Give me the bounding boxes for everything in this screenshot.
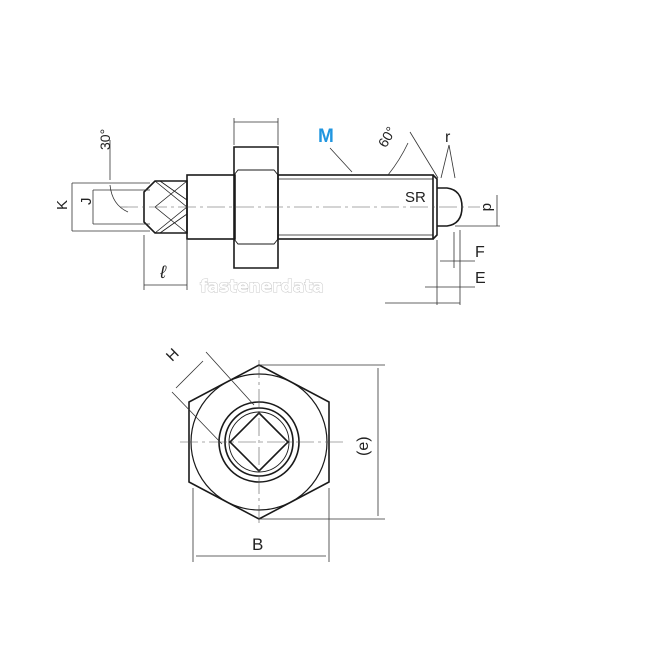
side-view-dimensions bbox=[71, 118, 500, 305]
watermark: fastenerdata bbox=[200, 277, 324, 297]
label-30-deg: 30° bbox=[97, 129, 113, 150]
end-view bbox=[180, 360, 345, 525]
label-60-deg: 60° bbox=[375, 124, 399, 150]
label-J: J bbox=[78, 198, 95, 206]
label-B: B bbox=[252, 535, 263, 554]
label-SR: SR bbox=[405, 189, 426, 206]
label-H: H bbox=[163, 345, 183, 365]
label-e: (e) bbox=[355, 436, 372, 456]
hex-nut bbox=[233, 146, 279, 269]
label-E: E bbox=[475, 270, 486, 287]
label-F: F bbox=[475, 244, 485, 261]
label-ell: ℓ bbox=[159, 262, 167, 282]
label-r: r bbox=[445, 129, 451, 146]
label-M: M bbox=[318, 126, 334, 147]
label-d: d bbox=[479, 203, 496, 211]
end-view-dimensions bbox=[171, 351, 385, 562]
side-view bbox=[120, 146, 480, 269]
label-K: K bbox=[54, 200, 71, 210]
